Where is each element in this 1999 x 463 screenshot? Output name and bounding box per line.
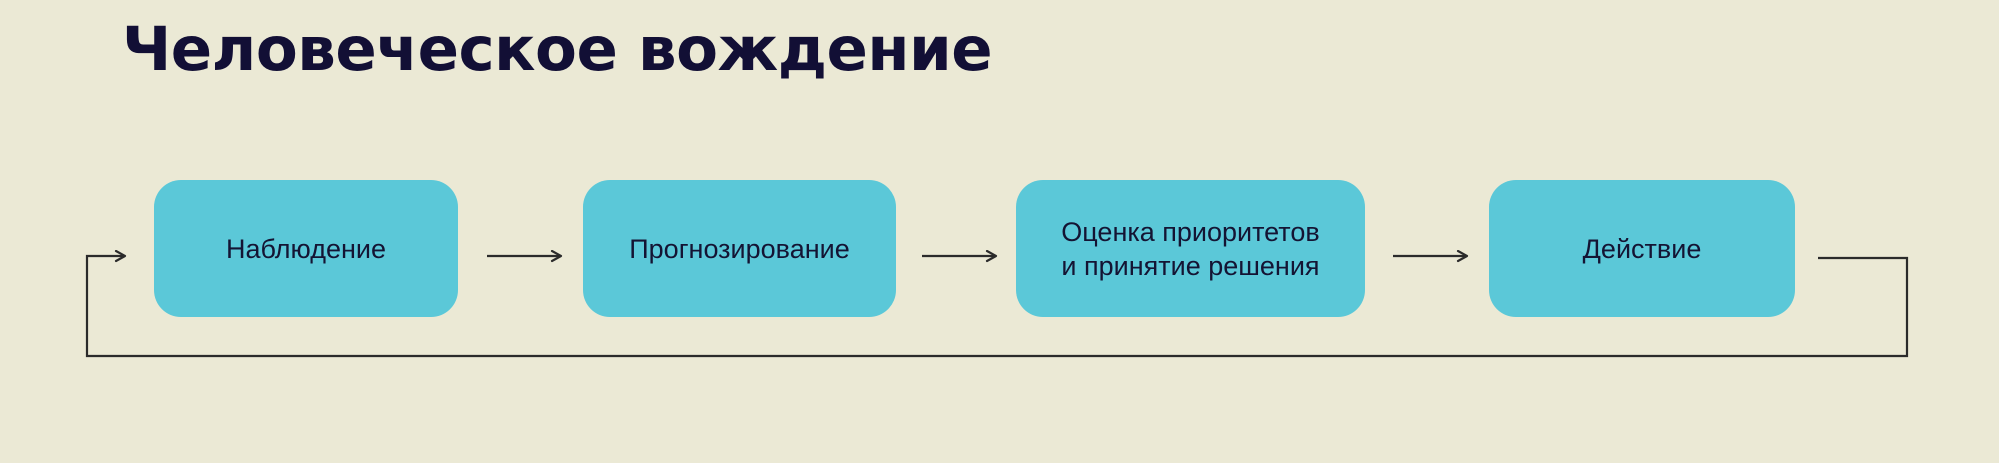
flow-node-action[interactable]: Действие [1489,180,1795,317]
page-title: Человеческое вождение [122,14,993,85]
flow-node-prediction[interactable]: Прогнозирование [583,180,896,317]
flow-node-label: Прогнозирование [629,233,850,264]
flow-node-label: Оценка приоритетов и принятие решения [1061,216,1320,281]
flow-node-evaluation[interactable]: Оценка приоритетов и принятие решения [1016,180,1365,317]
flow-node-label: Наблюдение [226,233,386,264]
flow-node-label: Действие [1582,233,1702,264]
flow-node-observation[interactable]: Наблюдение [154,180,458,317]
